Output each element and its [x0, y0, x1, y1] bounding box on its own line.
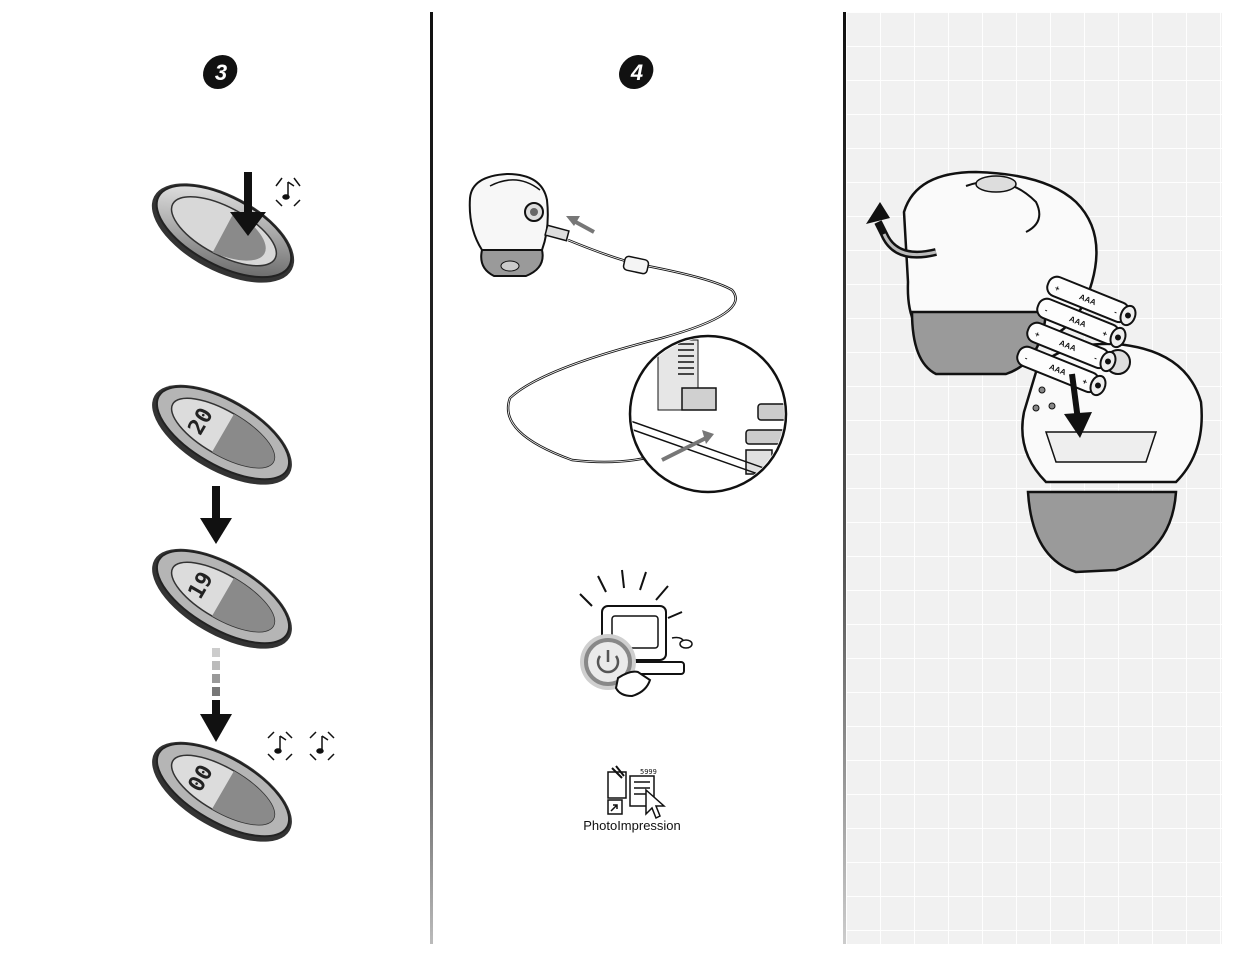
- polarity-minus: -: [1043, 305, 1049, 314]
- polarity-minus: -: [1093, 353, 1099, 362]
- counter-display-20: 20: [152, 384, 292, 485]
- insert-arrow-icon: [661, 430, 714, 462]
- down-arrow-icon: [200, 486, 232, 544]
- music-note-sparkle-icon: [309, 731, 335, 761]
- down-arrow-icon: [1064, 373, 1092, 438]
- panel-divider: [430, 12, 433, 944]
- computer-icon: [601, 605, 693, 675]
- mouse-pointer-icon: [645, 788, 666, 820]
- music-note-sparkle-icon: [267, 731, 293, 761]
- counter-display-00: 00: [152, 741, 292, 842]
- polarity-plus: +: [1081, 377, 1089, 387]
- step-3-panel: 3 20: [0, 0, 430, 954]
- polarity-minus: -: [1023, 353, 1029, 362]
- svg-text:5999: 5999: [640, 768, 657, 776]
- usb-cable-connection-illustration: [468, 172, 788, 494]
- battery-installation-panel: AAA+-AAA+-AAA+-AAA+-: [846, 12, 1222, 944]
- step-3-number: 3: [215, 60, 227, 85]
- polarity-plus: +: [1101, 329, 1109, 339]
- curved-up-arrow-icon: [866, 202, 937, 259]
- aaa-battery: AAA+-: [1016, 345, 1107, 397]
- step-4-panel: 4: [432, 0, 842, 954]
- dotted-down-arrow-icon: [200, 648, 232, 742]
- polarity-minus: -: [1113, 307, 1119, 316]
- step-4-badge: 4: [619, 55, 654, 89]
- camera-illustration: [468, 172, 549, 277]
- photoimpression-label[interactable]: PhotoImpression: [583, 818, 681, 833]
- insert-arrow-icon: [566, 216, 595, 234]
- power-on-computer-illustration: [579, 569, 693, 698]
- counter-display-19: 19: [152, 548, 292, 649]
- battery-insertion-illustration: AAA+-AAA+-AAA+-AAA+-: [866, 170, 1203, 574]
- computer-ports-detail: [628, 334, 788, 494]
- aaa-battery: AAA+-: [1046, 275, 1137, 327]
- polarity-plus: +: [1033, 329, 1041, 339]
- shutter-button-press-illustration: [151, 172, 301, 283]
- step-4-number: 4: [630, 60, 643, 85]
- activity-lines-icon: [579, 569, 683, 619]
- aaa-battery: AAA+-: [1026, 321, 1117, 373]
- step-3-badge: 3: [203, 55, 238, 89]
- down-arrow-icon: [230, 172, 266, 236]
- polarity-plus: +: [1053, 283, 1061, 293]
- photoimpression-shortcut-icon[interactable]: 5999: [602, 764, 666, 822]
- music-note-sparkle-icon: [275, 177, 301, 207]
- panel-divider: [843, 12, 846, 944]
- aaa-battery: AAA+-: [1036, 297, 1127, 349]
- double-beep-icon: [267, 731, 335, 761]
- batteries: AAA+-AAA+-AAA+-AAA+-: [1016, 275, 1137, 397]
- camera-body: [1021, 342, 1203, 574]
- finger-press-icon: [614, 670, 652, 698]
